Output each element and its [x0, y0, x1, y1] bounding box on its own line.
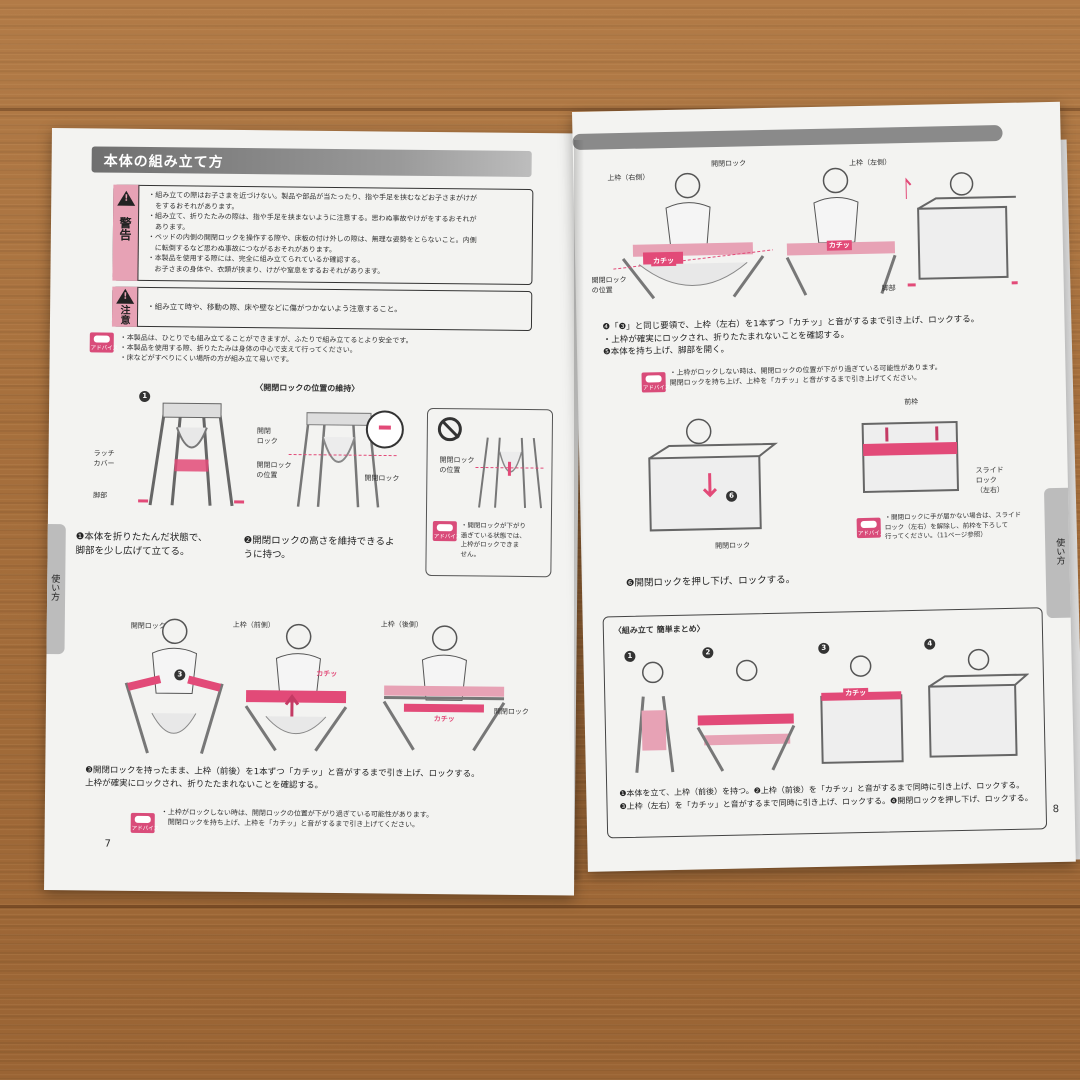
step2-caption: ❷開閉ロックの高さを維持できるよ うに持つ。 [243, 534, 394, 564]
advice-hand-icon: アドバイス [89, 332, 118, 353]
folded-crib-illustration [138, 402, 245, 507]
caption-line: ❶本体を折りたたんだ状態で、 [75, 531, 208, 544]
caption-line: ❷開閉ロックの高さを維持できるよ [243, 535, 395, 548]
pull-front-frame-illustration [244, 623, 348, 752]
open-legs-illustration [905, 172, 1019, 287]
step3-caption: ❸開閉ロックを持ったまま、上枠（前後）を1本ずつ「カチッ」と音がするまで引き上げ… [85, 764, 480, 794]
holding-lock-illustration [288, 410, 404, 508]
latch-label: ラッチ [93, 449, 115, 458]
wood-seam [0, 905, 1080, 908]
caution-label: 注意 [117, 304, 130, 325]
caption-line: うに持つ。 [243, 549, 291, 561]
side-tab-label: 使い方 [1054, 537, 1065, 565]
page-title: 本体の組み立て方 [103, 153, 224, 171]
advice-line: 開閉ロックを持ち上げ、上枠を「カチッ」と音がするまで引き上げてください。 [160, 818, 420, 829]
lock-position-label: 開閉ロック [256, 461, 292, 470]
section-title-bar: 本体の組み立て方 [91, 146, 532, 178]
lift-left-frame-illustration [785, 167, 897, 296]
front-frame-label: 前枠 [904, 397, 919, 407]
wood-seam [0, 108, 1080, 111]
advice-hand-icon: アドバイス [432, 521, 461, 542]
manual-page-right: 上枠（右側） 開閉ロック 上枠（左側） カチッ カチッ 脚部 開閉ロック の位置… [572, 101, 1076, 872]
person-holding-lock-illustration [124, 618, 224, 755]
lock-position-label: の位置 [591, 286, 613, 295]
click-sound-label: カチッ [433, 715, 455, 724]
click-sound-label: カチッ [826, 240, 852, 251]
caution-tag: 注意 [111, 286, 139, 327]
advice-hand-icon: アドバイス [641, 372, 670, 393]
warning-triangle-icon [117, 190, 136, 206]
side-tab-label: 使い方 [49, 573, 60, 602]
click-sound-label: カチッ [843, 687, 869, 699]
summary-step3-illustration [820, 655, 904, 764]
lock-label: 開閉ロック [493, 707, 529, 717]
summary-step4-illustration [928, 648, 1030, 758]
lock-label: 開閉 [256, 427, 271, 436]
header-bar [572, 124, 1003, 150]
advice-line: 上枠がロックできま [460, 540, 520, 549]
caution-text: ・組み立て時や、移動の際、床や壁などに傷がつかないよう注意すること。 [147, 302, 402, 314]
step1-caption: ❶本体を折りたたんだ状態で、 脚部を少し広げて立てる。 [75, 530, 208, 559]
step4-5-caption: ❹「❸」と同じ要領で、上枠（左右）を1本ずつ「カチッ」と音がするまで引き上げ、ロ… [602, 314, 979, 359]
quick-summary-box: 〈組み立て 簡単まとめ〉 1 2 3 4 カチッ ❶本体を立て、上枠（ [602, 607, 1048, 839]
advice-line: 行ってください。（11ページ参照） [884, 530, 987, 541]
advice-text: ・本製品は、ひとりでも組み立てることができますが、ふたりで組み立てるとより安全で… [120, 333, 413, 366]
click-sound-label: カチッ [316, 669, 338, 679]
lock-position-heading: 〈開閉ロックの位置の維持〉 [255, 383, 360, 394]
click-sound-label: カチッ [651, 255, 677, 267]
advice-text: ・開閉ロックに手が届かない場合は、スライド ロック（左右）を解除し、前枠を下ろし… [884, 511, 1021, 542]
lock-too-low-illustration [475, 437, 546, 509]
step6-caption: ❻開閉ロックを押し下げ、ロックする。 [625, 574, 796, 589]
advice-line: ・開閉ロックが下がり [460, 521, 526, 530]
cover-label: カバー [93, 459, 115, 468]
caption-line: 脚部を少し広げて立てる。 [75, 545, 190, 558]
advice-icon-label: アドバイス [433, 534, 462, 541]
lock-position-label: 開閉ロック [439, 456, 475, 465]
lock-label: 開閉ロック [364, 474, 400, 483]
caution-triangle-icon [116, 288, 135, 304]
advice-hand-icon: アドバイス [856, 517, 885, 539]
slide-lock-label: （左右） [975, 486, 1005, 495]
advice-icon-label: アドバイス [90, 345, 119, 352]
press-lock-illustration [648, 418, 778, 532]
section-side-tab: 使い方 [44, 523, 66, 655]
prohibited-advice: ・開閉ロックが下がり 過ぎている状態では、 上枠がロックできま せん。 [461, 521, 526, 560]
lock-label: 開閉ロック [715, 541, 751, 551]
warning-text: ・組み立ての際はお子さまを近づけない。製品や部品が当たったり、指や手足を挟むなど… [147, 190, 528, 278]
step-number: 3 [174, 669, 186, 681]
lock-position-label: の位置 [439, 466, 461, 475]
advice-hand-icon: アドバイス [130, 812, 159, 834]
advice-icon-label: アドバイス [131, 825, 160, 833]
page-number: 7 [104, 838, 111, 850]
caution-box: 注意 ・組み立て時や、移動の際、床や壁などに傷がつかないよう注意すること。 [111, 286, 533, 332]
advice-icon-label: アドバイス [857, 530, 886, 538]
slide-lock-label: ロック [975, 476, 997, 485]
advice-icon-label: アドバイス [642, 385, 671, 392]
warning-tag: 警告 [112, 184, 140, 281]
lift-right-frame-illustration [613, 172, 773, 300]
legs-label: 脚部 [93, 491, 108, 500]
prohibited-icon [437, 417, 462, 442]
lock-position-label: の位置 [256, 471, 278, 480]
pull-back-frame-illustration [382, 625, 506, 752]
advice-text: ・上枠がロックしない時は、開閉ロックの位置が下がり過ぎている可能性があります。 … [161, 807, 434, 830]
lock-label: ロック [256, 437, 278, 446]
manual-page-left: 本体の組み立て方 警告 ・組み立ての際はお子さまを近づけない。製品や部品が当たっ… [44, 128, 582, 896]
summary-text: ❶本体を立て、上枠（前後）を持つ。❷上枠（前後）を「カチッ」と音がするまで同時に… [619, 779, 1033, 814]
warning-box: 警告 ・組み立ての際はお子さまを近づけない。製品や部品が当たったり、指や手足を挟… [112, 184, 534, 286]
advice-line: ・床などがすべりにくい場所の方が組み立て易いです。 [119, 353, 294, 364]
advice-line: せん。 [460, 549, 481, 559]
prohibited-example-box: 開閉ロック の位置 アドバイス ・開閉ロックが下がり 過ぎている状態では、 上枠… [425, 407, 554, 578]
advice-text: ・上枠がロックしない時は、開閉ロックの位置が下がり過ぎている可能性があります。 … [669, 362, 942, 388]
slide-lock-illustration [861, 420, 960, 493]
page-number: 8 [1052, 803, 1060, 816]
summary-step1-illustration [635, 661, 675, 773]
summary-step2-illustration [696, 659, 796, 772]
warning-label: 警告 [117, 216, 133, 241]
book-spine-shadow [574, 140, 584, 880]
summary-heading: 〈組み立て 簡単まとめ〉 [613, 624, 705, 636]
slide-lock-label: スライド [975, 466, 1004, 475]
legs-label: 脚部 [881, 284, 896, 293]
lock-position-label: 開閉ロック [591, 275, 627, 285]
